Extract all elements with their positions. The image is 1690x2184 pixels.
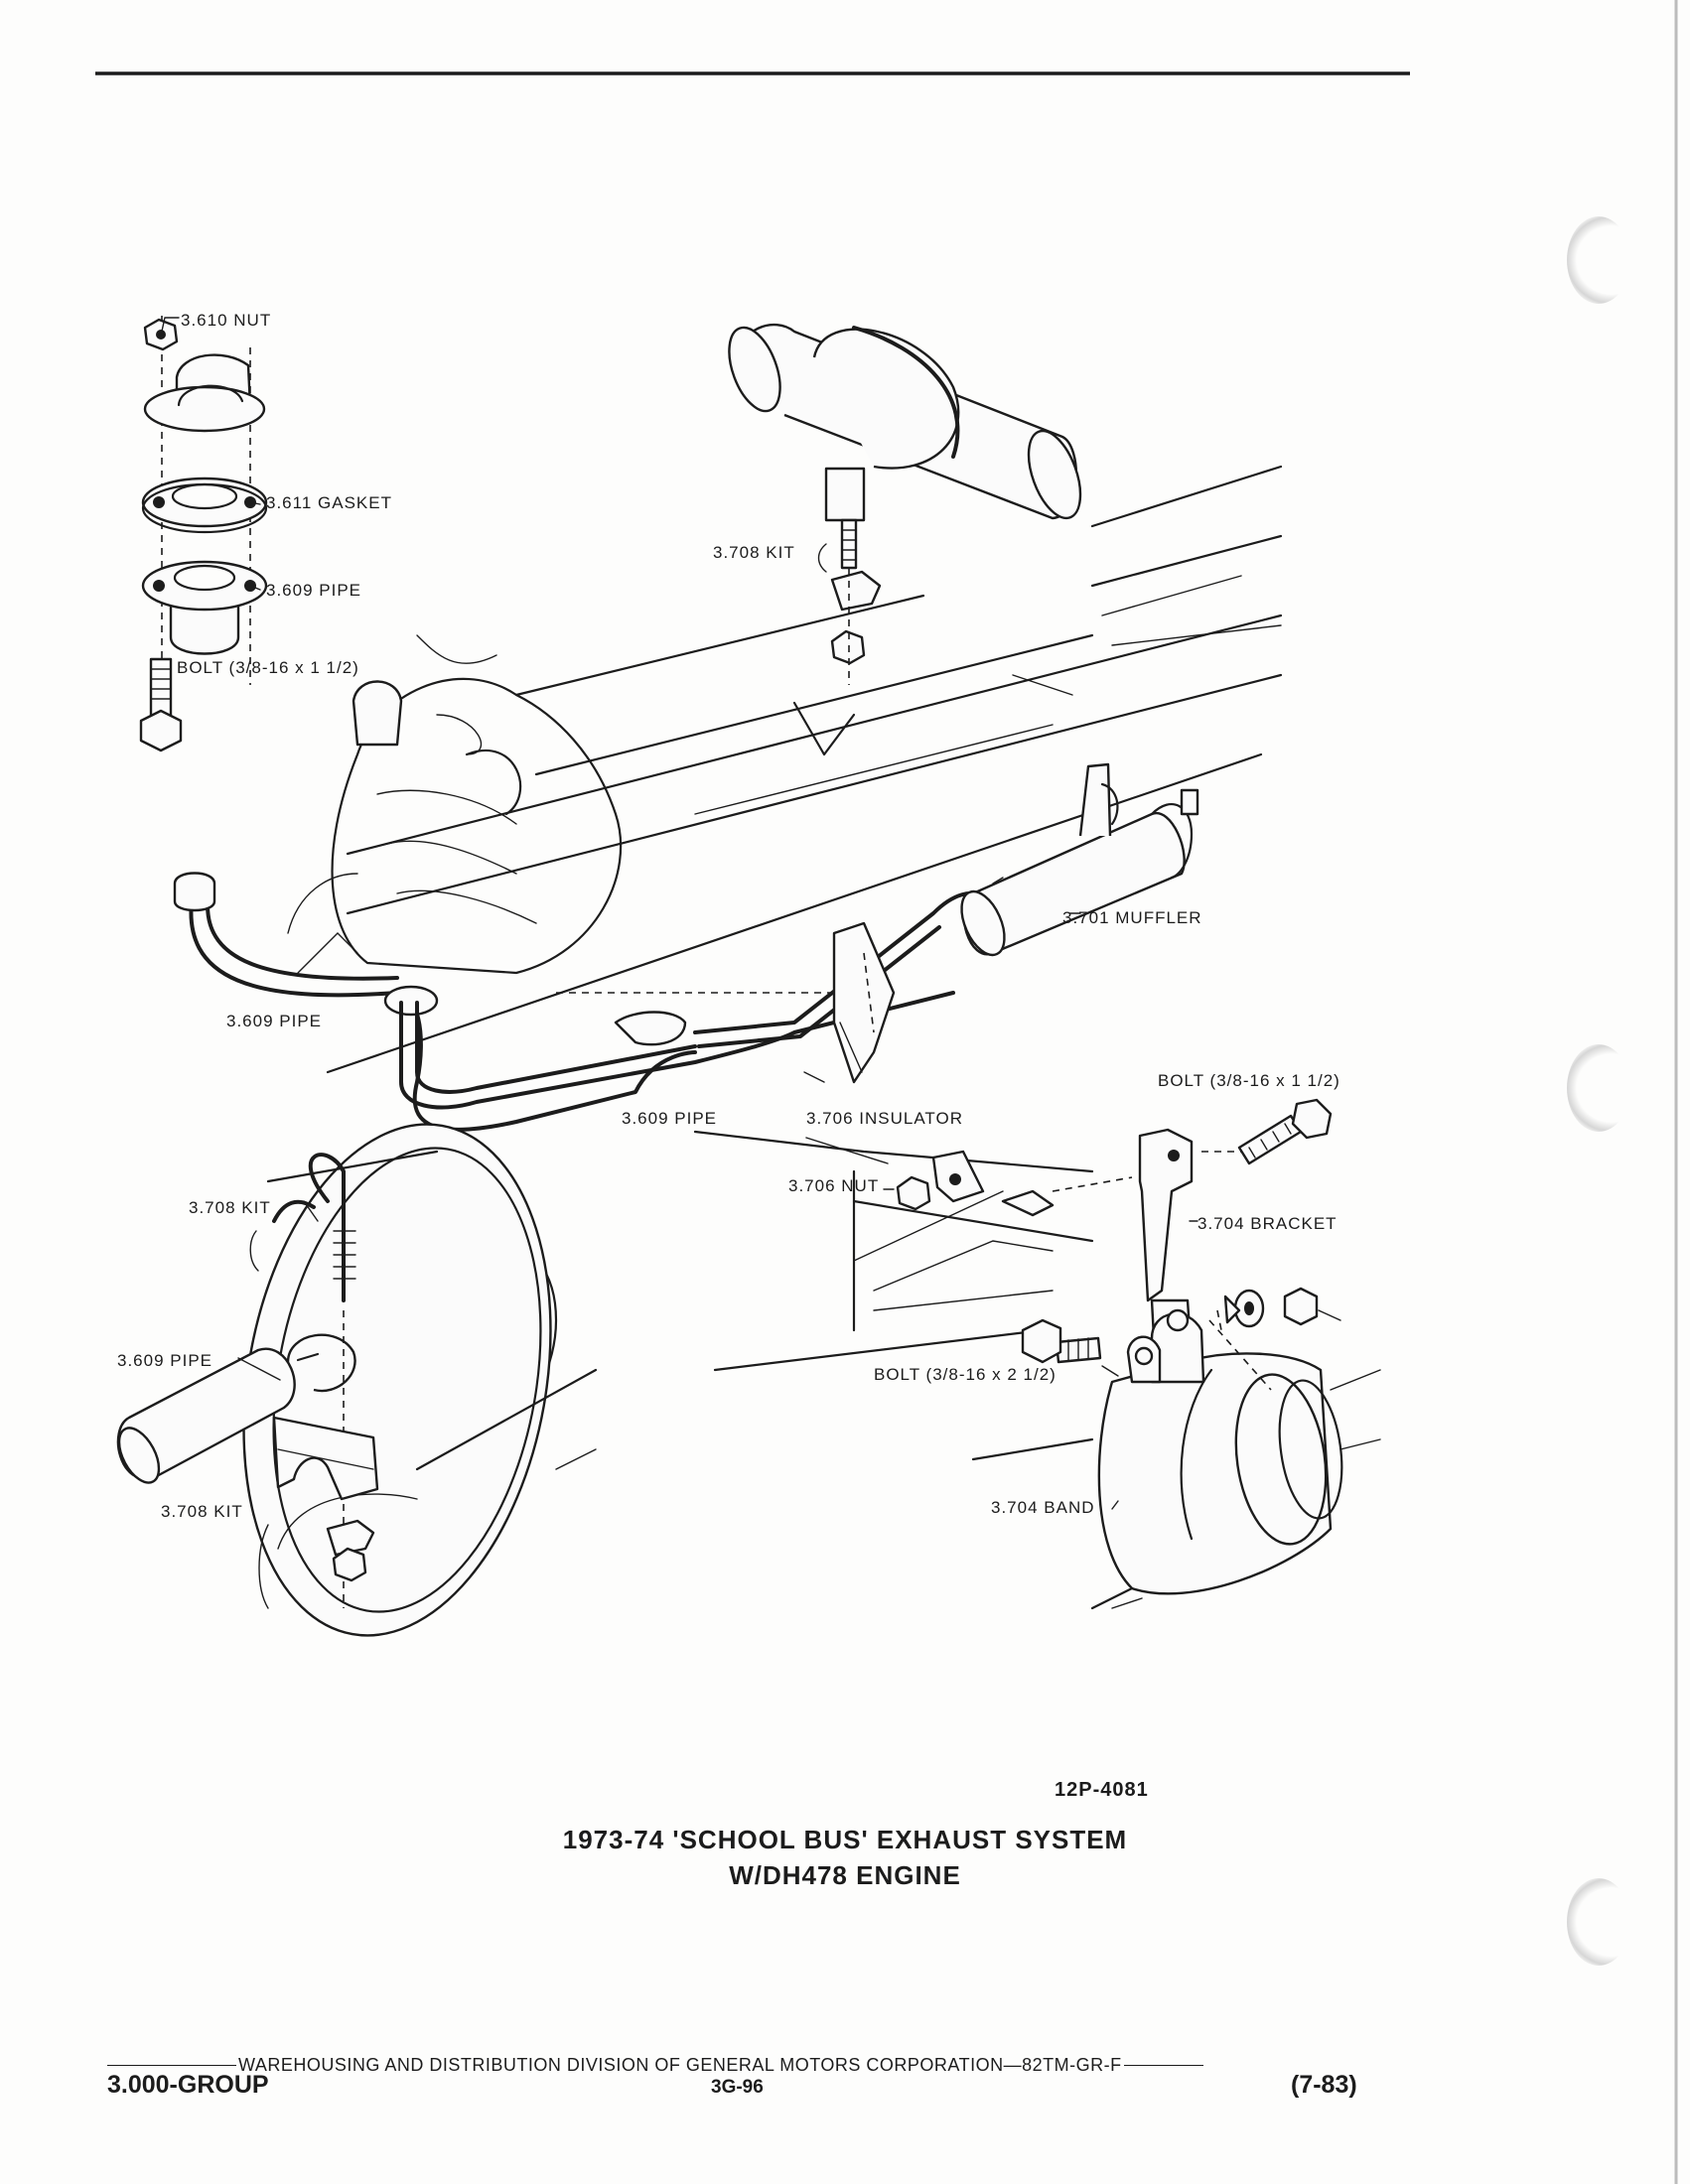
front-pipe <box>189 891 697 1132</box>
clamp-ring-icon <box>286 1333 356 1393</box>
top-clamp-kit <box>728 323 1082 685</box>
label-3704-bracket: 3.704 BRACKET <box>1197 1214 1338 1233</box>
label-3609-pipe-left: 3.609 PIPE <box>226 1012 322 1030</box>
footer-page-number: 3G-96 <box>711 2077 764 2098</box>
label-3609-pipe-bottom: 3.609 PIPE <box>622 1109 717 1128</box>
label-bolt-band: BOLT (3/8-16 x 2 1/2) <box>874 1365 1056 1384</box>
label-3708-kit-top: 3.708 KIT <box>713 543 795 562</box>
label-3609-pipe-detail: 3.609 PIPE <box>117 1351 212 1370</box>
label-3706-insulator: 3.706 INSULATOR <box>806 1109 963 1128</box>
label-3708-kit-clamp: 3.708 KIT <box>161 1502 243 1521</box>
flange-stack <box>139 316 268 752</box>
hook-bolt-icon <box>308 1153 346 1302</box>
insulator-nut-icon <box>896 1175 931 1211</box>
muffler-icon <box>960 762 1199 957</box>
bracket-band-detail <box>971 1098 1381 1610</box>
manifold-flange <box>143 385 266 433</box>
frame-hanger <box>803 921 896 1084</box>
footer-text: WAREHOUSING AND DISTRIBUTION DIVISION OF… <box>238 2055 1122 2075</box>
u-bolt-icon <box>840 518 858 570</box>
label-3704-band: 3.704 BAND <box>991 1498 1095 1517</box>
bracket-bolt-icon <box>1237 1114 1303 1165</box>
saddle-clamp-icon <box>272 1416 379 1501</box>
hook-kit-detail <box>116 1123 598 1637</box>
label-bolt-right: BOLT (3/8-16 x 1 1/2) <box>1158 1071 1340 1090</box>
footer-revision: (7-83) <box>1291 2071 1357 2099</box>
binder-hole-bottom <box>1567 1878 1630 1966</box>
binder-hole-top <box>1567 216 1630 304</box>
binder-hole-middle <box>1567 1044 1630 1132</box>
footer-rule-left <box>107 2065 236 2066</box>
label-3609-pipe-top: 3.609 PIPE <box>266 581 361 600</box>
footer-group: 3.000-GROUP <box>107 2071 269 2099</box>
insulator-detail <box>693 1130 1133 1372</box>
figure-id: 12P-4081 <box>1055 1779 1149 1801</box>
bracket-icon <box>1138 1128 1194 1302</box>
engine-block <box>287 634 623 975</box>
leader-lines <box>160 317 1198 1510</box>
label-3706-nut: 3.706 NUT <box>788 1176 879 1195</box>
footer-text-line: WAREHOUSING AND DISTRIBUTION DIVISION OF… <box>107 2055 1378 2076</box>
label-3611-gasket: 3.611 GASKET <box>266 493 392 512</box>
label-3701-muffler: 3.701 MUFFLER <box>1062 908 1202 927</box>
label-3708-kit-hook: 3.708 KIT <box>189 1198 271 1217</box>
band-nut-icon <box>1283 1287 1319 1326</box>
caption-line-2: W/DH478 ENGINE <box>729 1860 961 1890</box>
caption-line-1: 1973-74 'SCHOOL BUS' EXHAUST SYSTEM <box>562 1825 1128 1854</box>
chassis-frame <box>326 465 1283 1074</box>
label-bolt-top: BOLT (3/8-16 x 1 1/2) <box>177 658 359 677</box>
band-outlet <box>1234 1373 1328 1546</box>
footer-rule-right <box>1123 2065 1203 2066</box>
label-3610-nut: 3.610 NUT <box>181 311 271 330</box>
